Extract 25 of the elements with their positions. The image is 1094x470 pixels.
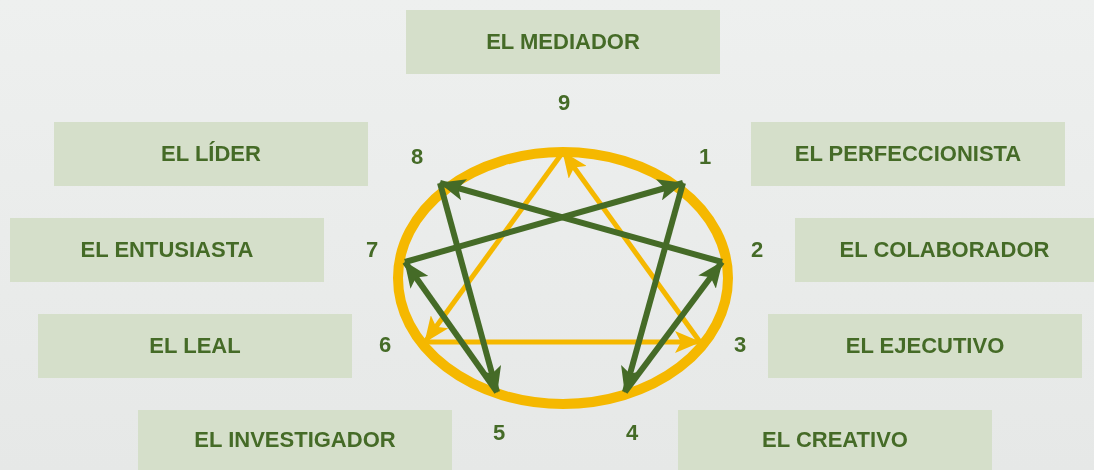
arrow [622, 260, 725, 394]
arrow [425, 331, 701, 353]
point-number: 8 [404, 142, 430, 172]
point-number: 6 [372, 330, 398, 360]
type-label-box: EL ENTUSIASTA [10, 218, 324, 282]
arrow [439, 179, 723, 265]
type-label-box: EL MEDIADOR [406, 10, 720, 74]
type-label-box: EL PERFECCIONISTA [751, 122, 1065, 186]
arrow [404, 179, 684, 265]
point-number: 7 [359, 235, 385, 265]
arrow [402, 260, 500, 394]
type-label-box: EL LEAL [38, 314, 352, 378]
arrow [621, 182, 686, 393]
point-number: 9 [551, 88, 577, 118]
point-number: 3 [727, 330, 753, 360]
point-number: 2 [744, 235, 770, 265]
arrow [437, 182, 502, 393]
type-label-box: EL CREATIVO [678, 410, 992, 470]
point-number: 4 [619, 418, 645, 448]
type-label-box: EL INVESTIGADOR [138, 410, 452, 470]
type-label-box: EL LÍDER [54, 122, 368, 186]
type-label-box: EL COLABORADOR [795, 218, 1094, 282]
point-number: 5 [486, 418, 512, 448]
type-label-box: EL EJECUTIVO [768, 314, 1082, 378]
point-number: 1 [692, 142, 718, 172]
